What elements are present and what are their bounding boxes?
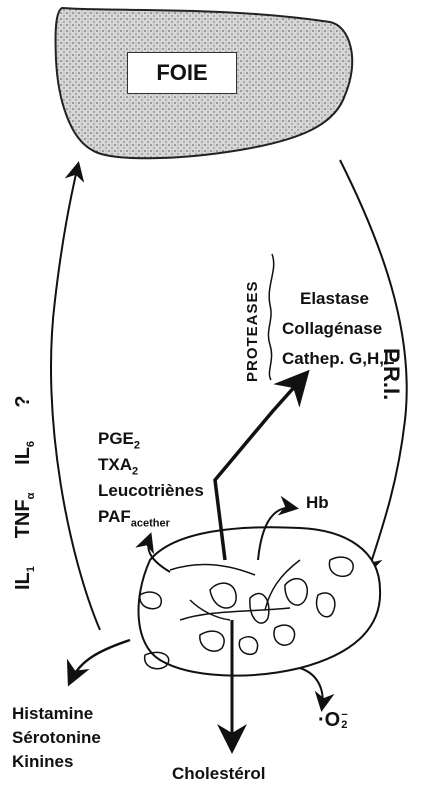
superoxide-label: ·O−2	[318, 710, 348, 731]
mediator-paf: PAFacether	[98, 508, 170, 529]
mediator-pge2: PGE2	[98, 430, 140, 451]
cytokine-il1: IL1	[12, 566, 34, 590]
cytokine-tnf: TNFα	[12, 493, 34, 539]
hb-label: Hb	[306, 494, 329, 511]
cytokine-labels: IL1 TNFα IL6 ?	[12, 395, 37, 590]
protease-item-collagenase: Collagénase	[282, 320, 382, 337]
protease-item-elastase: Elastase	[300, 290, 369, 307]
mediator-leucotrienes: Leucotriènes	[98, 482, 204, 499]
mediator-txa2: TXA2	[98, 456, 138, 477]
amine-histamine: Histamine	[12, 705, 93, 722]
cholesterol-label: Cholestérol	[172, 765, 266, 782]
cytokine-unknown: ?	[12, 395, 34, 407]
organ-label-text: FOIE	[156, 60, 207, 86]
proteases-group-label: PROTEASES	[244, 280, 261, 382]
amine-kinines: Kinines	[12, 753, 73, 770]
amine-serotonine: Sérotonine	[12, 729, 101, 746]
amines-arrow	[70, 640, 130, 682]
left-arc-arrow	[51, 165, 100, 630]
protease-item-cathepsin: Cathep. G,H,L	[282, 350, 394, 367]
organ-label: FOIE	[127, 52, 237, 94]
proteases-brace	[268, 254, 273, 380]
proteases-group-label-text: PROTEASES	[244, 280, 261, 382]
cytokine-il6: IL6	[12, 441, 34, 465]
superoxide-arrow	[300, 668, 323, 708]
